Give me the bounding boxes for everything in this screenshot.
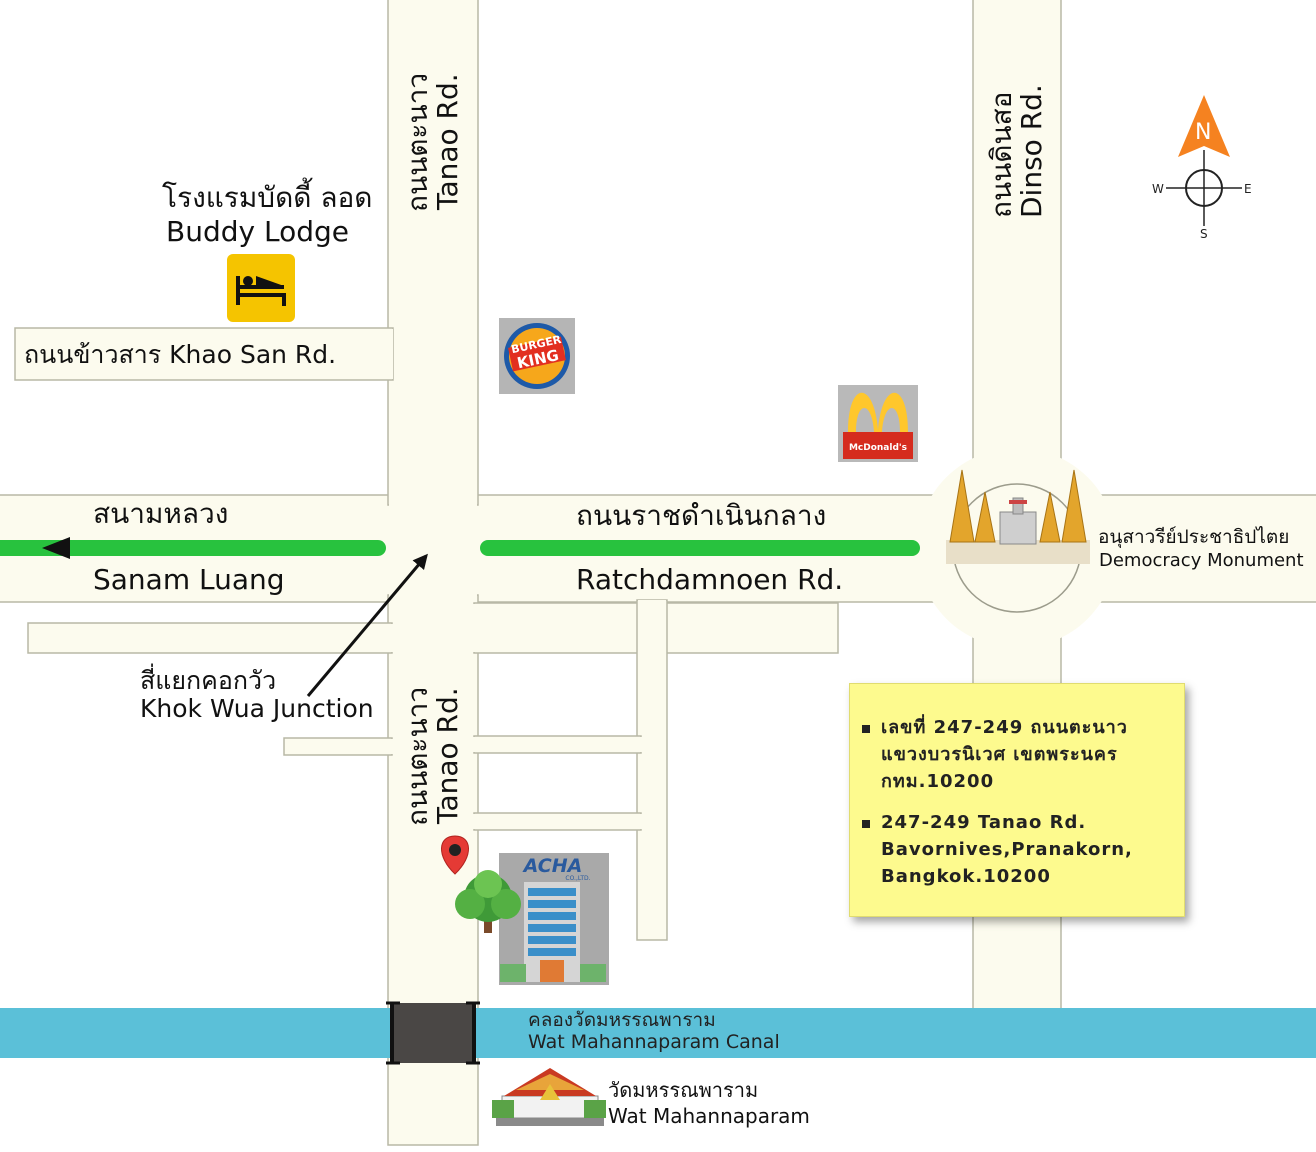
bullet-icon — [862, 725, 870, 733]
tanao-north-label-en: Tanao Rd. — [431, 73, 464, 210]
bridge — [386, 1001, 480, 1065]
address-thai: เลขที่ 247-249 ถนนตะนาว แขวงบวรนิเวศ เขต… — [862, 714, 1168, 795]
address-english-line: Bangkok.10200 — [881, 866, 1051, 887]
road-tanao-north — [387, 0, 479, 506]
khaosan-road-label: ถนนข้าวสาร Khao San Rd. — [24, 340, 337, 369]
acha-building-icon: ACHA CO.,LTD. — [499, 853, 609, 985]
tanao-north-label-th: ถนนตะนาว — [401, 72, 434, 212]
buddy-lodge-label-en: Buddy Lodge — [166, 215, 349, 248]
canal — [0, 1008, 1316, 1058]
address-thai-line: กทม.10200 — [881, 771, 995, 792]
temple-icon — [492, 1068, 606, 1126]
road-soi-west — [27, 622, 393, 654]
hotel-bed-icon — [227, 254, 295, 322]
dinso-label-en: Dinso Rd. — [1015, 84, 1048, 218]
road-khaosan — [14, 327, 394, 381]
wat-label-th: วัดมหรรณพาราม — [608, 1078, 759, 1102]
tanao-south-label-en: Tanao Rd. — [431, 687, 464, 824]
khok-wua-label-en: Khok Wua Junction — [140, 694, 374, 723]
mcdonalds-logo: McDonald's — [838, 385, 918, 462]
svg-text:CO.,LTD.: CO.,LTD. — [565, 875, 590, 882]
tanao-south-label-th: ถนนตะนาว — [401, 686, 434, 826]
road-soi-lane-2 — [473, 735, 642, 754]
sanam-luang-label-th: สนามหลวง — [93, 497, 229, 530]
address-thai-line: แขวงบวรนิเวศ เขตพระนคร — [881, 744, 1118, 765]
compass-west-label: W — [1152, 182, 1164, 196]
route-direction-arrowhead — [42, 537, 70, 559]
bullet-icon — [862, 820, 870, 828]
address-english-line: Bavornives,Pranakorn, — [881, 839, 1133, 860]
sanam-luang-label-en: Sanam Luang — [93, 563, 285, 596]
location-pin-icon — [441, 835, 469, 875]
svg-text:ACHA: ACHA — [522, 855, 583, 877]
road-soi-lane-3 — [473, 812, 642, 831]
tree-icon — [455, 870, 521, 933]
compass-north-label: N — [1195, 120, 1212, 145]
road-dinso-north — [972, 0, 1062, 506]
compass-icon — [1166, 95, 1242, 226]
address-thai-line: เลขที่ 247-249 ถนนตะนาว — [881, 717, 1128, 738]
democracy-monument-icon — [946, 469, 1090, 564]
buddy-lodge-label-th: โรงแรมบัดดี้ ลอด — [162, 181, 373, 214]
svg-text:McDonald's: McDonald's — [849, 443, 907, 453]
canal-label-th: คลองวัดมหรรณพาราม — [528, 1009, 716, 1031]
address-english-line: 247-249 Tanao Rd. — [881, 812, 1087, 833]
democracy-monument-label-en: Democracy Monument — [1099, 550, 1304, 571]
address-english: 247-249 Tanao Rd. Bavornives,Pranakorn, … — [862, 809, 1168, 890]
democracy-monument-label-th: อนุสาวรีย์ประชาธิปไตย — [1098, 526, 1290, 548]
compass-south-label: S — [1200, 227, 1208, 241]
ratchdamnoen-label-en: Ratchdamnoen Rd. — [576, 563, 844, 596]
burger-king-logo: BURGER KING — [499, 318, 575, 394]
address-note: เลขที่ 247-249 ถนนตะนาว แขวงบวรนิเวศ เขต… — [849, 683, 1185, 917]
wat-label-en: Wat Mahannaparam — [608, 1104, 810, 1128]
ratchdamnoen-label-th: ถนนราชดำเนินกลาง — [576, 499, 827, 532]
road-soi-lane-1 — [283, 737, 393, 756]
canal-label-en: Wat Mahannaparam Canal — [528, 1031, 780, 1053]
khok-wua-label-th: สี่แยกคอกวัว — [140, 666, 277, 695]
dinso-label-th: ถนนดินสอ — [985, 91, 1018, 218]
road-soi-vertical — [636, 599, 668, 941]
compass-east-label: E — [1244, 182, 1252, 196]
direction-arrow-icon — [306, 553, 428, 697]
